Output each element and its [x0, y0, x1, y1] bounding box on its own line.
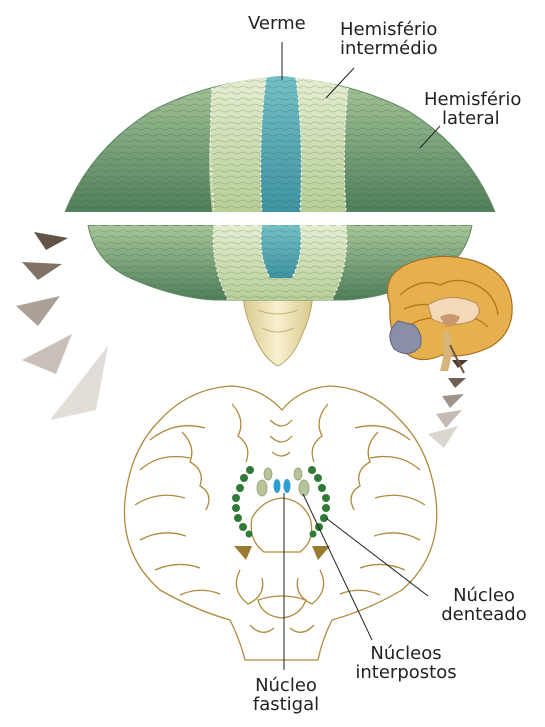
label-nucleos-interpostos-line1: Núcleos — [350, 644, 462, 663]
section-arrows-left — [16, 232, 108, 420]
dentate-nucleus — [232, 466, 330, 538]
label-hemisferio-intermedio: Hemisfério intermédio — [340, 20, 438, 58]
label-nucleo-denteado-line1: Núcleo — [434, 586, 534, 605]
label-nucleo-fastigal-line2: fastigal — [236, 695, 336, 714]
brain-inset — [388, 256, 513, 373]
cerebellum-cross-section — [124, 386, 436, 660]
fastigial-nucleus — [274, 479, 291, 493]
section-arrows-right — [428, 360, 468, 448]
label-hemisferio-intermedio-line1: Hemisfério — [340, 20, 438, 39]
label-nucleos-interpostos-line2: interpostos — [350, 663, 462, 682]
leader-nucleo-denteado — [326, 518, 428, 596]
label-verme-text: Verme — [248, 13, 306, 34]
label-nucleos-interpostos: Núcleos interpostos — [350, 644, 462, 682]
label-hemisferio-intermedio-line2: intermédio — [340, 39, 438, 58]
label-nucleo-fastigal: Núcleo fastigal — [236, 676, 336, 714]
label-hemisferio-lateral-line2: lateral — [424, 109, 521, 128]
label-nucleo-denteado-line2: denteado — [434, 605, 534, 624]
label-hemisferio-lateral-line1: Hemisfério — [424, 90, 521, 109]
label-verme: Verme — [248, 14, 306, 33]
label-hemisferio-lateral: Hemisfério lateral — [424, 90, 521, 128]
interposed-nuclei — [257, 468, 309, 496]
label-nucleo-denteado: Núcleo denteado — [434, 586, 534, 624]
label-nucleo-fastigal-line1: Núcleo — [236, 676, 336, 695]
section-plane — [60, 212, 505, 225]
